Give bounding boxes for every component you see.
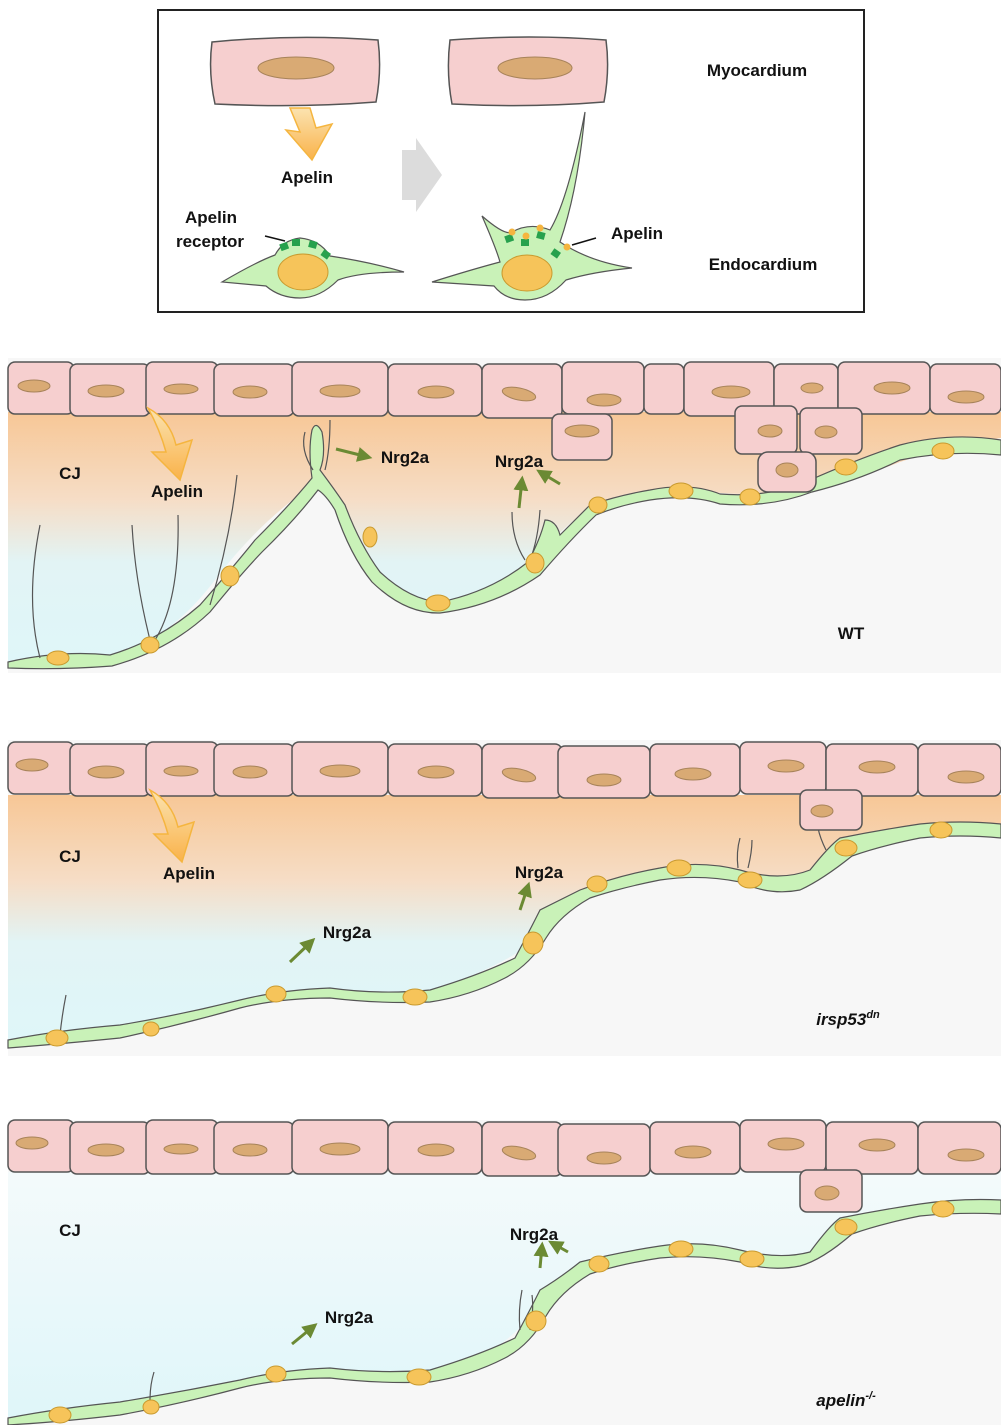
panel-apelin-mutant: CJ Nrg2a Nrg2a apelin-/- — [8, 1120, 1001, 1425]
schematic-box: Apelin Apelin receptor — [158, 10, 864, 312]
cj-label: CJ — [59, 847, 81, 866]
apelin-label: Apelin — [151, 482, 203, 501]
cj-label: CJ — [59, 464, 81, 483]
nrg2a-label: Nrg2a — [515, 863, 564, 882]
nrg2a-label: Nrg2a — [323, 923, 372, 942]
apelin-label-right: Apelin — [611, 224, 663, 243]
nrg2a-label: Nrg2a — [325, 1308, 374, 1327]
endocardium-label: Endocardium — [709, 255, 818, 274]
apelin-label: Apelin — [163, 864, 215, 883]
cj-label: CJ — [59, 1221, 81, 1240]
nrg2a-label: Nrg2a — [510, 1225, 559, 1244]
nrg2a-arrow — [540, 1246, 542, 1268]
panel-wt: Apelin CJ Nrg2a Nrg2a WT — [8, 358, 1001, 673]
nrg2a-label: Nrg2a — [381, 448, 430, 467]
receptor-label-line1: Apelin — [185, 208, 237, 227]
myocardium-label: Myocardium — [707, 61, 807, 80]
nrg2a-label: Nrg2a — [495, 452, 544, 471]
myocyte-nucleus — [498, 57, 572, 79]
receptor-label-line2: receptor — [176, 232, 244, 251]
genotype-label: WT — [838, 624, 865, 643]
panel-irsp53dn: Apelin CJ Nrg2a Nrg2a irsp53dn — [8, 740, 1001, 1056]
endocardial-nucleus — [278, 254, 328, 290]
apelin-label: Apelin — [281, 168, 333, 187]
endocardial-nucleus — [502, 255, 552, 291]
myocyte-nucleus — [258, 57, 334, 79]
